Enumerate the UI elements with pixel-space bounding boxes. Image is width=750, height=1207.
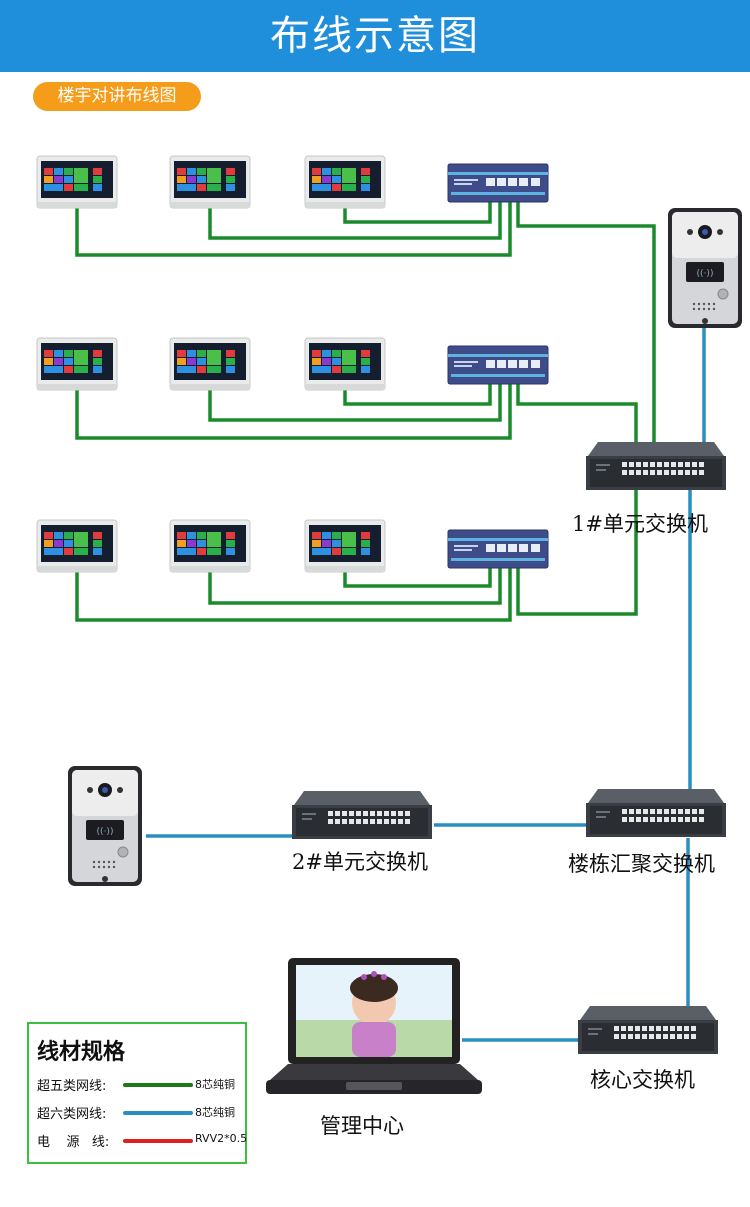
unit2-switch-icon: [292, 791, 432, 839]
indoor-monitor-icon: [36, 337, 118, 391]
building-switch-label: 楼栋汇聚交换机: [568, 852, 715, 876]
unit2-switch-label: 2#单元交换机: [292, 850, 428, 874]
indoor-monitor-icon: [304, 519, 386, 573]
cat5e-cables: [75, 198, 656, 622]
management-center-label: 管理中心: [320, 1114, 404, 1138]
legend-row-spec: 8芯纯铜: [195, 1106, 235, 1119]
legend-row-cat6: 超六类网线: 8芯纯铜: [37, 1103, 242, 1123]
legend-row-spec: RVV2*0.5: [195, 1132, 248, 1145]
indoor-monitor-icon: [36, 155, 118, 209]
poe-switch-icon: [447, 163, 549, 203]
legend-swatch: [123, 1111, 193, 1115]
legend-swatch: [123, 1083, 193, 1087]
door-station-icon: [67, 765, 143, 887]
poe-switch-icon: [447, 529, 549, 569]
unit1-switch-icon: [586, 442, 726, 490]
core-switch-icon: [578, 1006, 718, 1054]
cable-legend: 线材规格 超五类网线: 8芯纯铜 超六类网线: 8芯纯铜 电 源 线: RVV2…: [27, 1022, 247, 1164]
legend-row-name: 超六类网线:: [37, 1107, 107, 1122]
indoor-monitor-icon: [169, 155, 251, 209]
legend-row-cat5e: 超五类网线: 8芯纯铜: [37, 1075, 242, 1095]
legend-row-spec: 8芯纯铜: [195, 1078, 235, 1091]
cat6-cables: [146, 328, 706, 1042]
indoor-monitor-icon: [36, 519, 118, 573]
door-station-icon: [667, 207, 743, 329]
laptop-icon: [266, 958, 482, 1094]
page-title: 布线示意图: [0, 0, 750, 72]
indoor-monitor-icon: [169, 519, 251, 573]
indoor-monitor-icon: [304, 155, 386, 209]
indoor-monitor-icon: [304, 337, 386, 391]
poe-switch-icon: [447, 345, 549, 385]
legend-row-power: 电 源 线: RVV2*0.5: [37, 1131, 247, 1151]
indoor-monitor-icon: [169, 337, 251, 391]
legend-row-name: 超五类网线:: [37, 1079, 107, 1094]
legend-swatch: [123, 1139, 193, 1143]
unit1-switch-label: 1#单元交换机: [572, 512, 708, 536]
core-switch-label: 核心交换机: [590, 1068, 695, 1092]
legend-title: 线材规格: [37, 1040, 126, 1065]
section-tag: 楼宇对讲布线图: [33, 82, 201, 111]
building-switch-icon: [586, 789, 726, 837]
legend-row-name: 电 源 线:: [37, 1135, 110, 1150]
